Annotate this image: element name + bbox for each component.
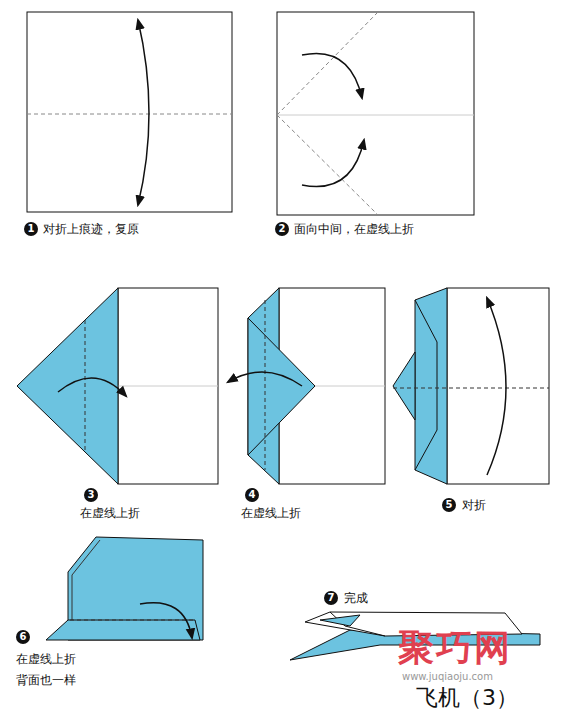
- callout-number: 4: [245, 488, 259, 502]
- fold-line: [277, 12, 378, 215]
- crease-line: [277, 115, 474, 116]
- callout-number: 7: [324, 591, 338, 605]
- folded-flap: [393, 352, 415, 420]
- paper: [118, 288, 218, 484]
- layer-edge: [72, 540, 100, 620]
- fold-line: [85, 320, 86, 452]
- fold-arrow: [58, 378, 126, 396]
- step-caption: 背面也一样: [16, 673, 76, 687]
- folded-flap: [248, 318, 315, 455]
- paper: [447, 288, 549, 484]
- fold-arrow: [302, 140, 364, 187]
- watermark: 聚巧网: [398, 628, 512, 668]
- paper-square: [27, 12, 232, 212]
- fold-arrow: [140, 603, 192, 638]
- step-caption: 对折上痕迹，复原: [43, 222, 139, 236]
- fold-line: [393, 388, 549, 389]
- folded-flap: [415, 288, 447, 484]
- step-caption: 完成: [344, 591, 368, 605]
- fold-line: [265, 300, 266, 470]
- callout-number: 3: [84, 488, 98, 502]
- fold-arrow: [228, 372, 302, 386]
- fold-arrow: [138, 20, 149, 205]
- step-caption: 在虚线上折: [241, 506, 301, 520]
- callout-number: 2: [275, 222, 289, 236]
- fold-line: [27, 114, 232, 115]
- fold-line: [70, 620, 195, 621]
- wing-flap: [46, 620, 200, 640]
- callout-number: 1: [24, 222, 38, 236]
- step-caption: 面向中间，在虚线上折: [294, 222, 414, 236]
- paper-square: [277, 12, 474, 215]
- fold-arrow: [302, 53, 362, 98]
- fold-arrow: [487, 298, 506, 475]
- crease-line: [118, 386, 218, 387]
- callout-number: 6: [16, 630, 30, 644]
- flap-edge: [415, 300, 437, 470]
- callout-number: 5: [442, 498, 456, 512]
- watermark-url: www.juqiaoju.com: [402, 671, 493, 683]
- step-caption: 在虚线上折: [16, 652, 76, 666]
- step-caption: 在虚线上折: [80, 506, 140, 520]
- step-caption: 对折: [462, 498, 486, 512]
- plane-nose: [320, 615, 360, 626]
- diagram-title: 飞机（3）: [416, 686, 518, 710]
